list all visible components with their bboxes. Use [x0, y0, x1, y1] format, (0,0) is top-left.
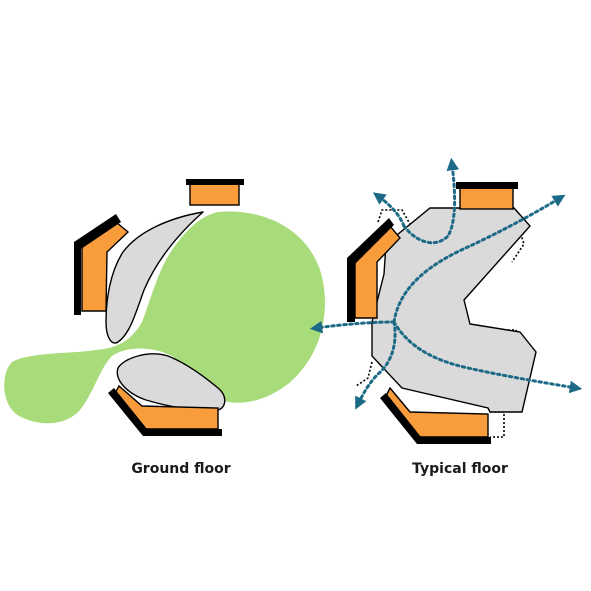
balcony-outline-right [511, 225, 525, 263]
circulation-path-east [392, 320, 583, 394]
typical-core-left-wall [347, 218, 394, 322]
typical-floor-caption: Typical floor [412, 461, 508, 477]
ground-core-bottom-wall [108, 388, 222, 436]
ground-wing-upper [105, 211, 204, 344]
ground-core-top-wall [186, 179, 244, 185]
balcony-outline-upper [377, 209, 411, 225]
circulation-path-northwest [372, 192, 406, 228]
circulation-path-northeast [392, 194, 566, 324]
ground-core-top [189, 183, 240, 206]
ground-core-left-wall [74, 214, 121, 315]
circulation-path-north [402, 157, 460, 245]
typical-core-bottom-wall [380, 393, 491, 444]
ground-floor-caption: Ground floor [131, 461, 231, 477]
typical-core-top [459, 187, 514, 210]
ground-wing-lower [116, 353, 226, 412]
typical-core-top-wall [456, 182, 518, 189]
balcony-outline-lower-left [355, 361, 373, 387]
green-open-space [4, 211, 325, 424]
typical-floor-plate [371, 207, 537, 413]
circulation-path-southwest [355, 320, 397, 410]
typical-floor-plan [309, 157, 583, 444]
circulation-path-west [309, 320, 396, 334]
balcony-outline-bottom [490, 411, 505, 438]
ground-floor-plan [4, 179, 325, 436]
